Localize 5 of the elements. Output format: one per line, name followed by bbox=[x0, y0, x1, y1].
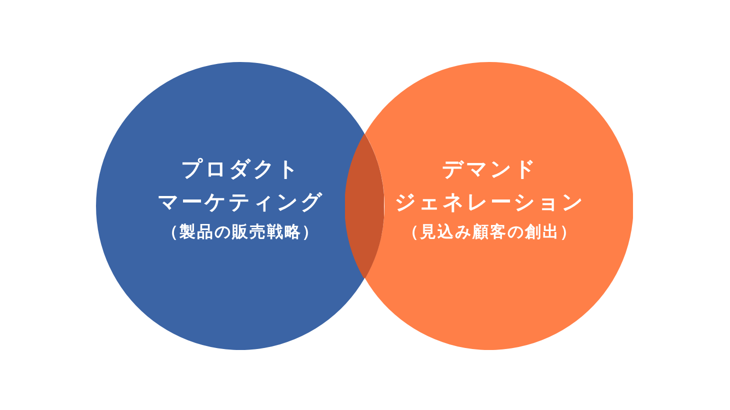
circle-title: デマンドジェネレーション bbox=[394, 156, 586, 216]
overlap-area bbox=[345, 134, 384, 278]
circle-title: プロダクトマーケティング bbox=[156, 156, 324, 216]
circle-subtitle: （製品の販売戦略） bbox=[161, 221, 320, 243]
circle-subtitle: （見込み顧客の創出） bbox=[401, 221, 578, 243]
